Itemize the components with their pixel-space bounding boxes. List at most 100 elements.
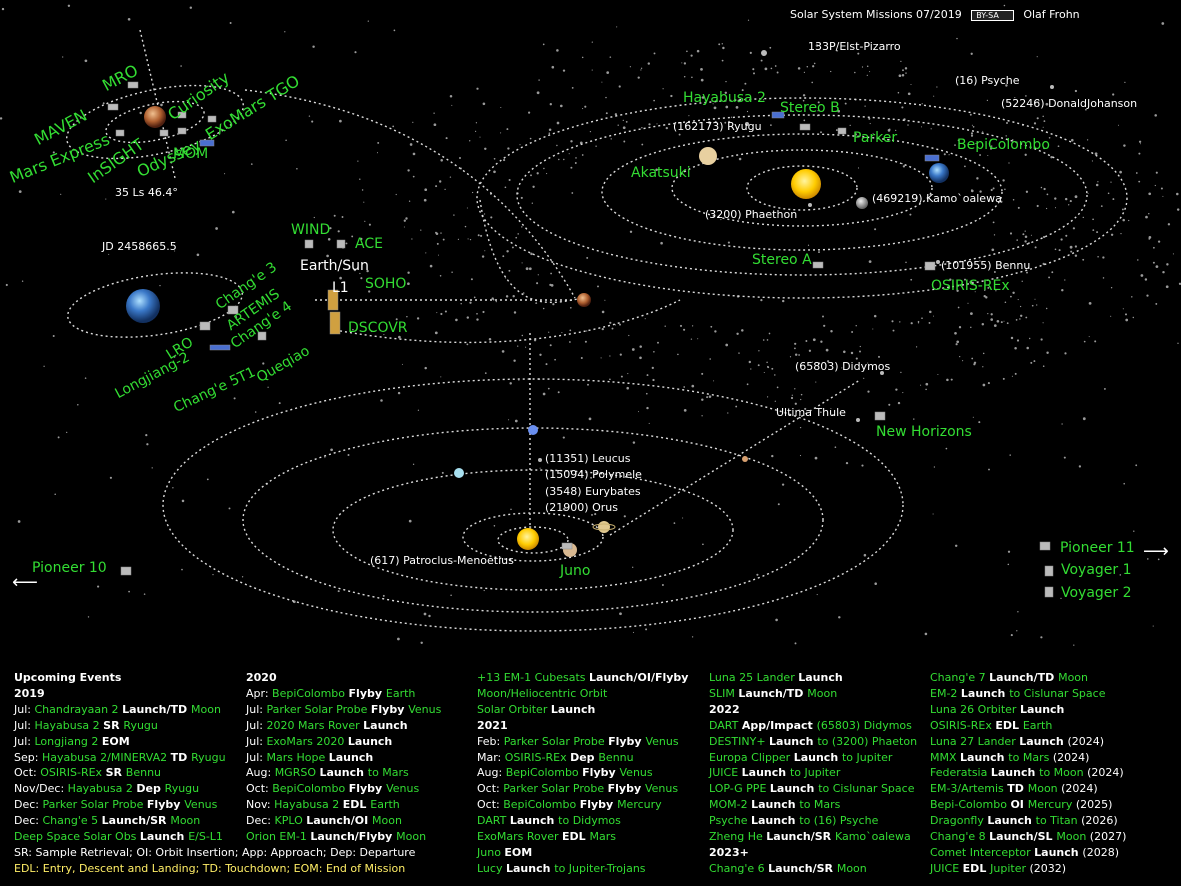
star-dot — [1074, 254, 1078, 257]
star-dot — [949, 278, 952, 281]
star-dot — [763, 371, 765, 374]
star-dot — [569, 329, 572, 332]
event-text: App/Impact — [741, 718, 817, 732]
event-row: Comet Interceptor Launch (2028) — [930, 845, 1126, 861]
star-dot — [412, 152, 416, 156]
star-dot — [586, 256, 589, 259]
event-text: Jul: — [14, 734, 35, 748]
star-dot — [1110, 233, 1114, 236]
star-dot — [1045, 307, 1048, 310]
didymos-label: (65803) Didymos — [795, 360, 891, 373]
star-dot — [706, 396, 709, 399]
event-text: Hayabusa 2 — [67, 782, 137, 796]
star-dot — [970, 312, 973, 315]
event-row: DESTINY+ Launch to (3200) Phaeton — [709, 734, 917, 750]
event-text: Flyby — [348, 782, 387, 796]
event-text: Jul: — [14, 702, 35, 716]
star-dot — [771, 367, 774, 370]
event-row: Upcoming Events — [14, 670, 415, 686]
star-dot — [1148, 213, 1150, 215]
event-text: Oct: — [246, 782, 273, 796]
sc-parker — [837, 127, 847, 135]
star-dot — [762, 99, 764, 101]
star-dot — [17, 520, 21, 523]
star-dot — [1036, 56, 1038, 58]
star-dot — [639, 356, 642, 360]
star-dot — [557, 391, 560, 394]
star-dot — [508, 178, 511, 182]
event-text: SLIM — [709, 686, 739, 700]
star-dot — [1140, 143, 1141, 145]
star-dot — [1014, 347, 1017, 350]
star-dot — [768, 332, 771, 335]
event-text: E/S-L1 — [188, 830, 223, 844]
star-dot — [509, 382, 512, 385]
star-dot — [455, 318, 458, 322]
star-dot — [476, 87, 479, 90]
star-dot — [930, 128, 932, 130]
star-dot — [836, 49, 838, 52]
event-row: EDL: Entry, Descent and Landing; TD: Tou… — [14, 861, 415, 877]
star-dot — [696, 49, 700, 53]
sun-inner — [791, 169, 821, 199]
sc-dscovr — [329, 311, 341, 335]
star-dot — [174, 250, 176, 252]
sc-soho — [327, 289, 339, 311]
event-text: Flyby — [579, 798, 618, 812]
star-dot — [724, 91, 727, 95]
star-dot — [1054, 207, 1057, 209]
star-dot — [996, 319, 1000, 323]
star-dot — [584, 340, 587, 343]
star-dot — [145, 433, 148, 437]
star-dot — [866, 74, 868, 76]
star-dot — [470, 278, 473, 281]
star-dot — [1024, 230, 1026, 232]
star-dot — [766, 339, 769, 341]
star-dot — [57, 436, 60, 439]
star-dot — [924, 632, 928, 636]
event-row: 2019 — [14, 686, 415, 702]
star-dot — [392, 125, 395, 128]
star-dot — [713, 380, 715, 382]
star-dot — [736, 332, 739, 336]
star-dot — [522, 292, 525, 294]
event-text: Moon — [836, 861, 867, 875]
star-dot — [727, 241, 730, 244]
star-dot — [913, 418, 915, 420]
star-dot — [330, 448, 333, 452]
event-text: BepiColombo — [272, 686, 349, 700]
event-text: Zheng He — [709, 830, 767, 844]
star-dot — [900, 371, 902, 374]
star-dot — [403, 219, 406, 222]
event-row: Jul: Hayabusa 2 SR Ryugu — [14, 718, 415, 734]
event-text: Launch/SR — [766, 830, 835, 844]
voyager1-label: Voyager 1 — [1061, 562, 1132, 578]
star-dot — [616, 26, 618, 28]
star-dot — [1025, 190, 1029, 193]
event-text: EOM — [504, 845, 533, 859]
star-dot — [656, 123, 658, 125]
moon-orbit — [67, 272, 243, 338]
star-dot — [709, 358, 711, 360]
star-dot — [476, 312, 478, 315]
star-dot — [794, 353, 798, 356]
star-dot — [641, 127, 643, 129]
star-dot — [1082, 216, 1085, 219]
event-text: Jul: — [246, 702, 267, 716]
star-dot — [368, 223, 371, 226]
uranus — [454, 468, 464, 478]
star-dot — [424, 366, 427, 370]
star-dot — [954, 331, 957, 335]
star-dot — [1074, 195, 1078, 199]
star-dot — [936, 86, 938, 88]
star-dot — [254, 411, 257, 413]
star-dot — [1036, 117, 1039, 120]
pioneer10-arrow-icon: ⟵ — [12, 572, 38, 593]
star-dot — [128, 590, 130, 593]
star-dot — [1036, 304, 1038, 306]
star-dot — [377, 141, 380, 144]
star-dot — [1043, 147, 1045, 150]
star-dot — [1112, 93, 1115, 96]
outer-orbit-4 — [242, 427, 824, 613]
event-text: Dec: — [14, 798, 43, 812]
